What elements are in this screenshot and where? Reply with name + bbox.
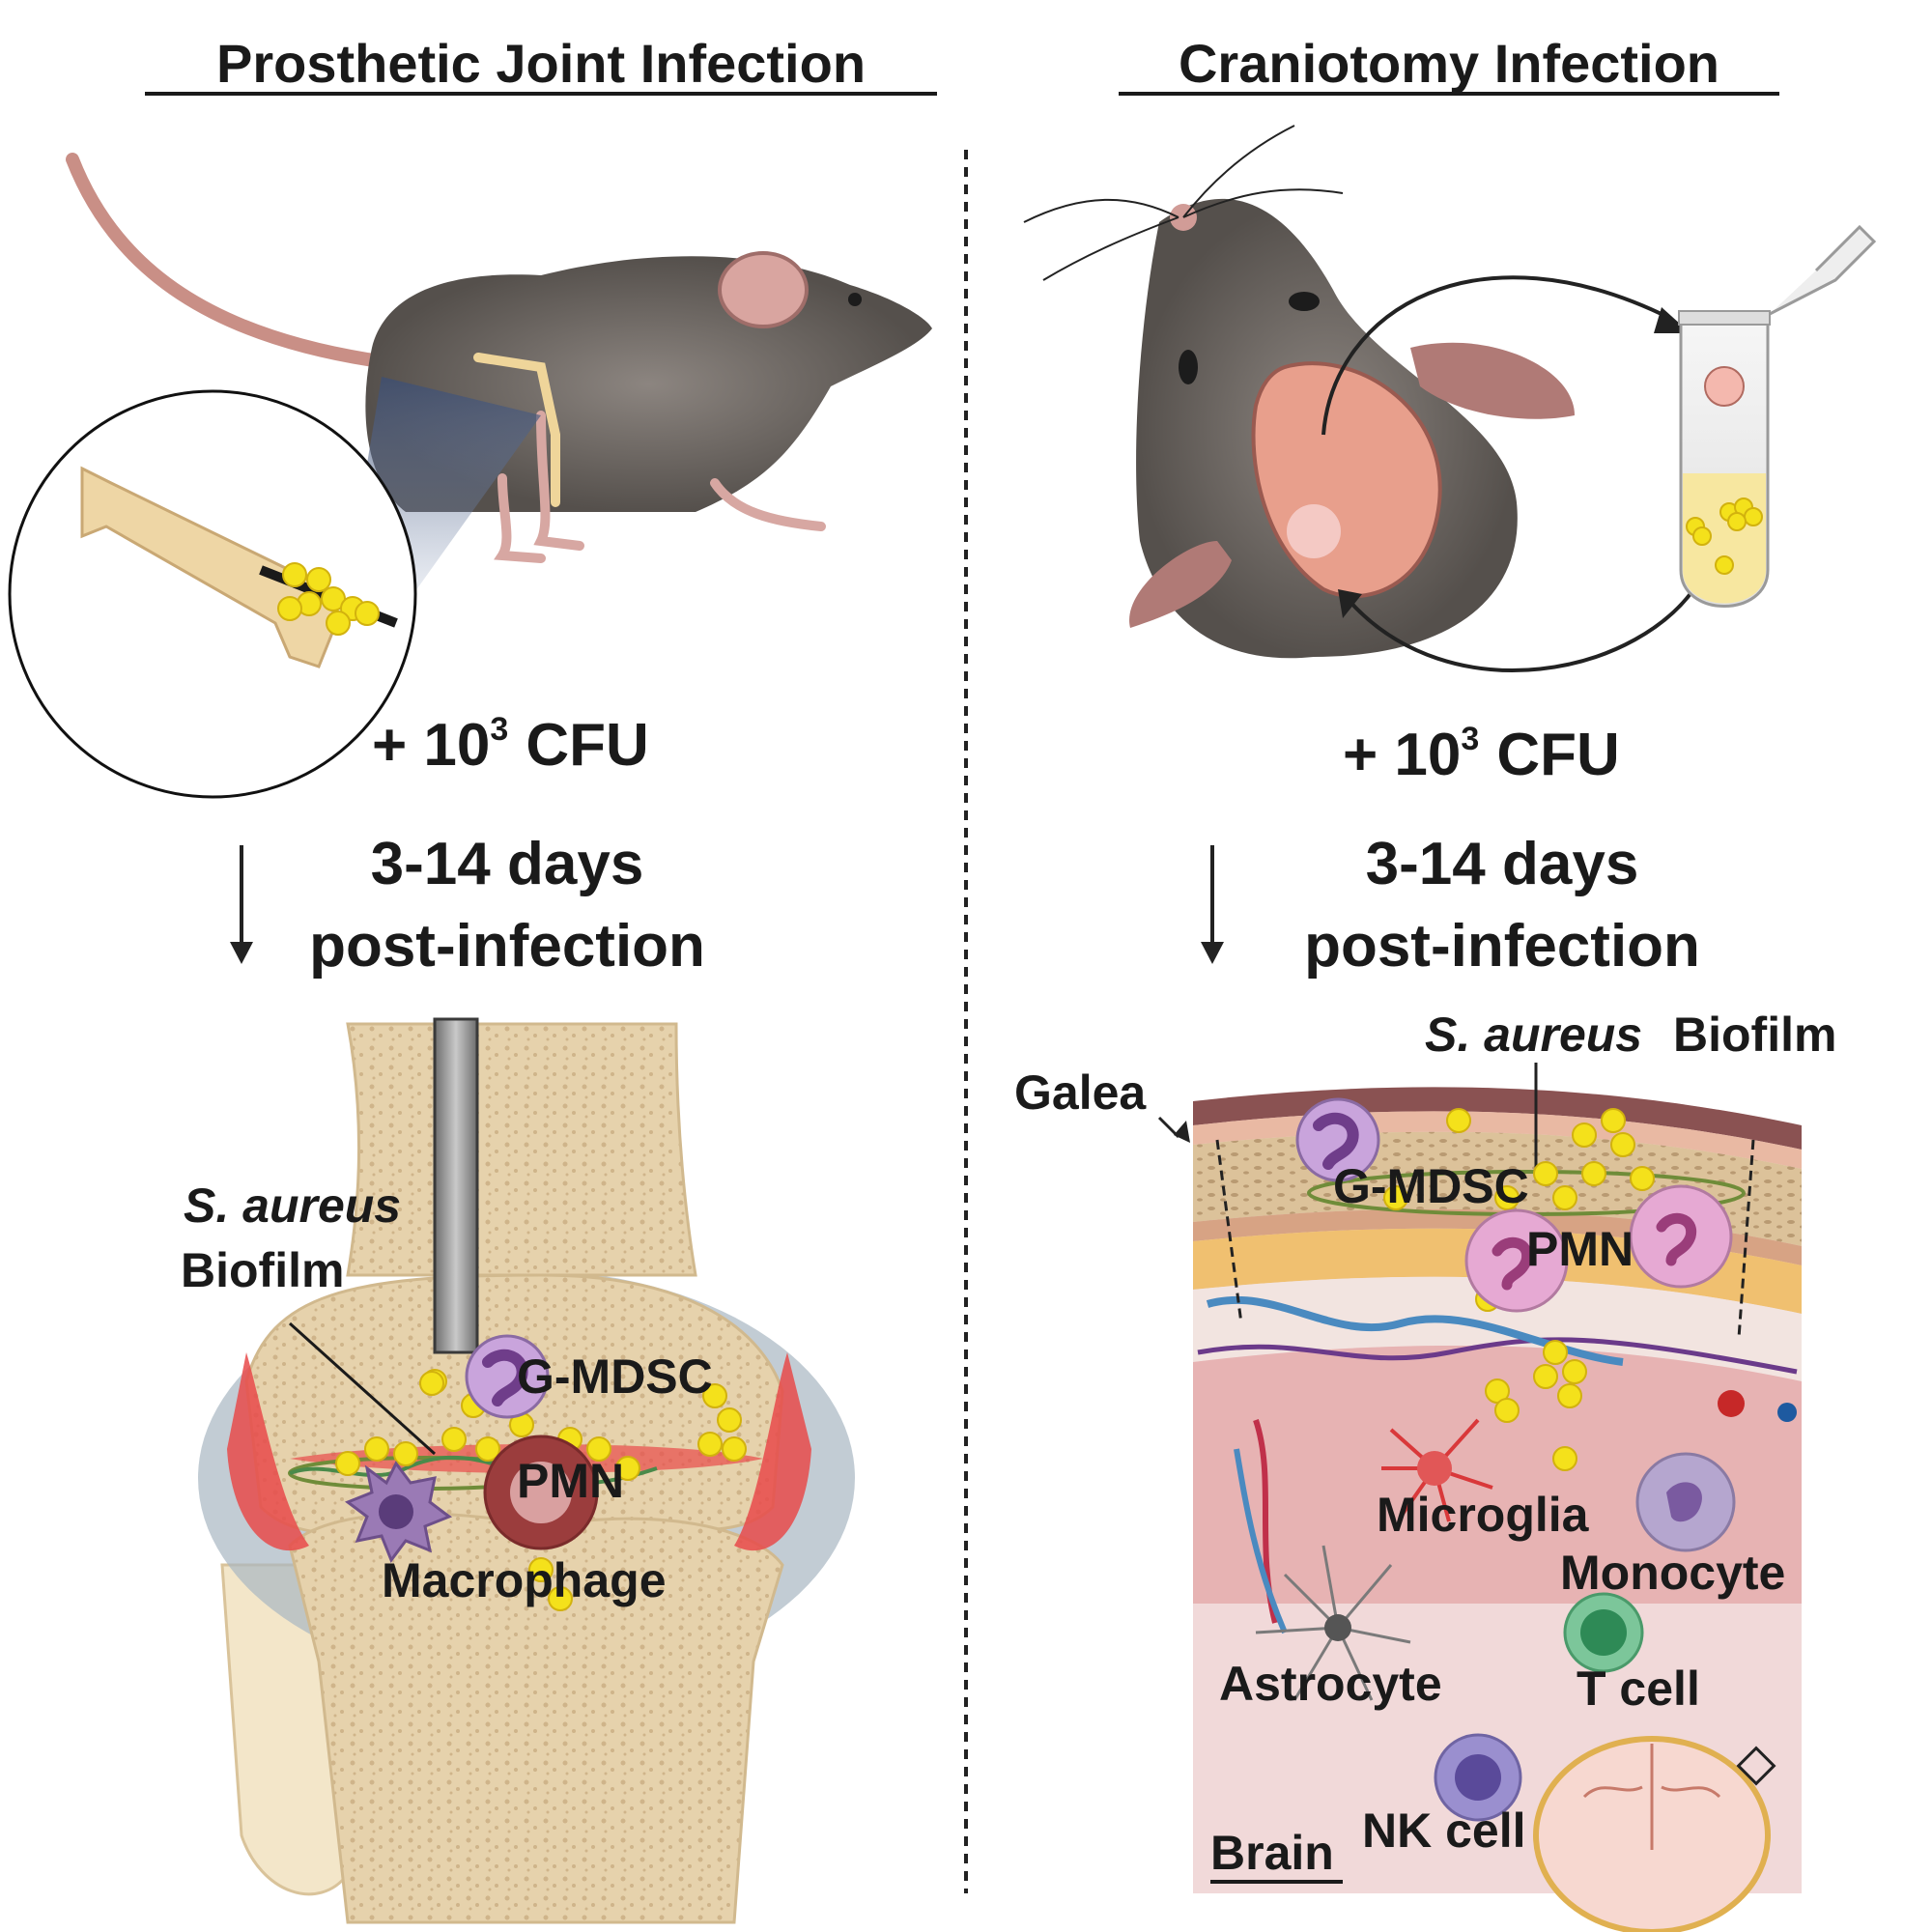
right-duration: 3-14 days	[1366, 831, 1639, 897]
mouse-head-illustration	[1023, 125, 1575, 659]
cranial-pmn-cells	[1464, 1184, 1733, 1313]
right-galea-label: Galea	[1014, 1065, 1147, 1120]
left-biofilm-label: Biofilm	[181, 1243, 344, 1297]
transfer-arrow-top	[1321, 275, 1672, 436]
knee-joint	[198, 1017, 855, 1924]
left-macrophage-label: Macrophage	[382, 1553, 667, 1607]
macrophage-cell	[344, 1461, 453, 1564]
left-species-label: S. aureus	[184, 1179, 401, 1233]
monocyte-cell	[1635, 1452, 1736, 1552]
right-pmn-label: PMN	[1526, 1222, 1634, 1276]
left-panel: Prosthetic Joint Infection	[8, 33, 937, 1924]
left-time-arrowhead	[230, 942, 253, 964]
right-tcell-label: T cell	[1577, 1662, 1700, 1716]
gmdsc-cell	[465, 1334, 550, 1419]
right-astrocyte-label: Astrocyte	[1219, 1657, 1442, 1711]
right-panel: Craniotomy Infection	[1014, 33, 1877, 1932]
cranial-tissue-section	[1157, 1063, 1802, 1932]
right-monocyte-label: Monocyte	[1560, 1546, 1785, 1600]
tube-bacteria	[1686, 497, 1763, 575]
right-biofilm-label: Biofilm	[1673, 1008, 1836, 1062]
cranial-gmdsc-cell	[1295, 1097, 1380, 1182]
femur-inset	[8, 389, 417, 799]
right-gmdsc-label: G-MDSC	[1333, 1159, 1529, 1213]
right-brain-label: Brain	[1210, 1826, 1334, 1880]
pmn-cell	[483, 1435, 599, 1550]
microglia-cell	[1381, 1418, 1493, 1522]
astrocyte-cell	[1255, 1545, 1411, 1701]
brain-coronal-inset	[1533, 1736, 1776, 1932]
tcell-cell	[1563, 1592, 1644, 1673]
culture-tube	[1678, 224, 1877, 608]
transfer-arrowhead-bottom	[1338, 589, 1362, 618]
right-time-arrowhead	[1201, 942, 1224, 964]
right-nkcell-label: NK cell	[1362, 1804, 1526, 1858]
left-pmn-label: PMN	[517, 1454, 624, 1508]
right-microglia-label: Microglia	[1377, 1488, 1590, 1542]
transfer-arrow-bottom	[1346, 578, 1702, 672]
right-title: Craniotomy Infection	[1179, 33, 1719, 94]
left-phase: post-infection	[309, 913, 705, 980]
left-title: Prosthetic Joint Infection	[216, 33, 866, 94]
right-species-label: S. aureus	[1425, 1008, 1642, 1062]
nkcell-cell	[1434, 1733, 1522, 1822]
inset-bacteria	[277, 562, 380, 636]
left-duration: 3-14 days	[371, 831, 644, 897]
right-phase: post-infection	[1304, 913, 1700, 980]
left-gmdsc-label: G-MDSC	[517, 1350, 713, 1404]
